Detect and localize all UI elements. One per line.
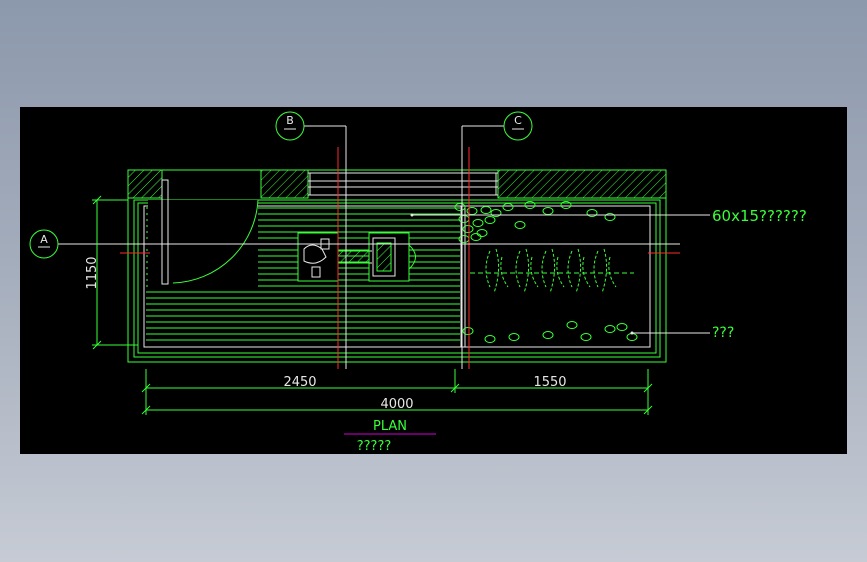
grid-bubble-c: C [503,111,533,141]
planting-row [485,248,617,294]
outer-wall-outline [127,169,667,363]
grid-bubble-a: A [29,229,59,259]
dimension-horizontal [141,369,653,415]
cad-drawing-canvas: B C A 1150 2450 1550 4000 [20,107,847,454]
stone-callout-label: 60x15?????? [712,207,807,225]
plan-subtitle: ????? [357,439,392,454]
hatched-wall-center [260,169,309,199]
grid-bubble-a-label: A [40,233,48,246]
pebble-callout-label: ??? [712,325,734,341]
hatched-wall-left [127,169,163,199]
dimension-1550-label: 1550 [533,375,566,390]
inner-floor-outline [143,205,651,348]
callout-dot-stone [410,213,414,217]
pebbles [454,201,638,343]
plan-title: PLAN [373,419,407,434]
hatched-wall-right [497,169,667,199]
dimension-2450-label: 2450 [283,375,316,390]
door-swing [148,179,259,290]
callout-leaders [412,214,710,334]
floor-plan-drawing: B C A 1150 2450 1550 4000 [29,111,807,454]
dimension-1150-label: 1150 [85,256,100,289]
dimension-4000-label: 4000 [380,397,413,412]
inner-wall-outline-2 [137,202,657,354]
grid-bubble-c-label: C [514,114,522,127]
inner-wall-outline [133,199,661,358]
grid-bubble-b: B [275,111,305,141]
dimension-vertical [92,195,138,350]
callout-dot-pebble [630,331,634,335]
side-table [297,232,339,282]
axis-ticks [120,147,680,369]
grid-bubble-b-label: B [286,114,294,127]
grid-lines [58,125,680,369]
window-opening [308,172,498,196]
